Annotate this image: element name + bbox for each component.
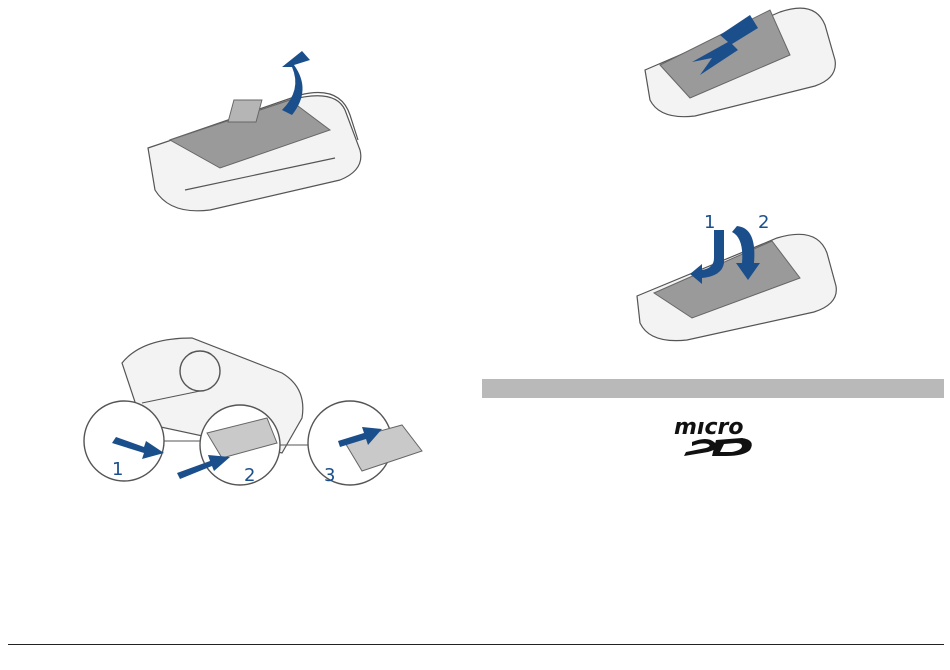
sim-step-2-label: 2 — [244, 465, 255, 486]
replace-back-cover-illustration: 1 2 — [632, 208, 842, 344]
microsd-logo: mıcro — [672, 412, 756, 458]
step-2-label: 2 — [758, 212, 769, 233]
section-heading-band — [482, 379, 944, 398]
insert-sim-illustration: 1 2 3 — [82, 333, 432, 493]
step-1-label: 1 — [704, 212, 715, 233]
remove-back-cover-illustration — [140, 40, 380, 215]
sim-step-3-label: 3 — [324, 465, 335, 486]
svg-text:mıcro: mıcro — [674, 415, 743, 440]
sim-step-1-label: 1 — [112, 459, 123, 480]
page-footer-rule — [8, 644, 944, 645]
replace-battery-illustration — [640, 0, 845, 120]
